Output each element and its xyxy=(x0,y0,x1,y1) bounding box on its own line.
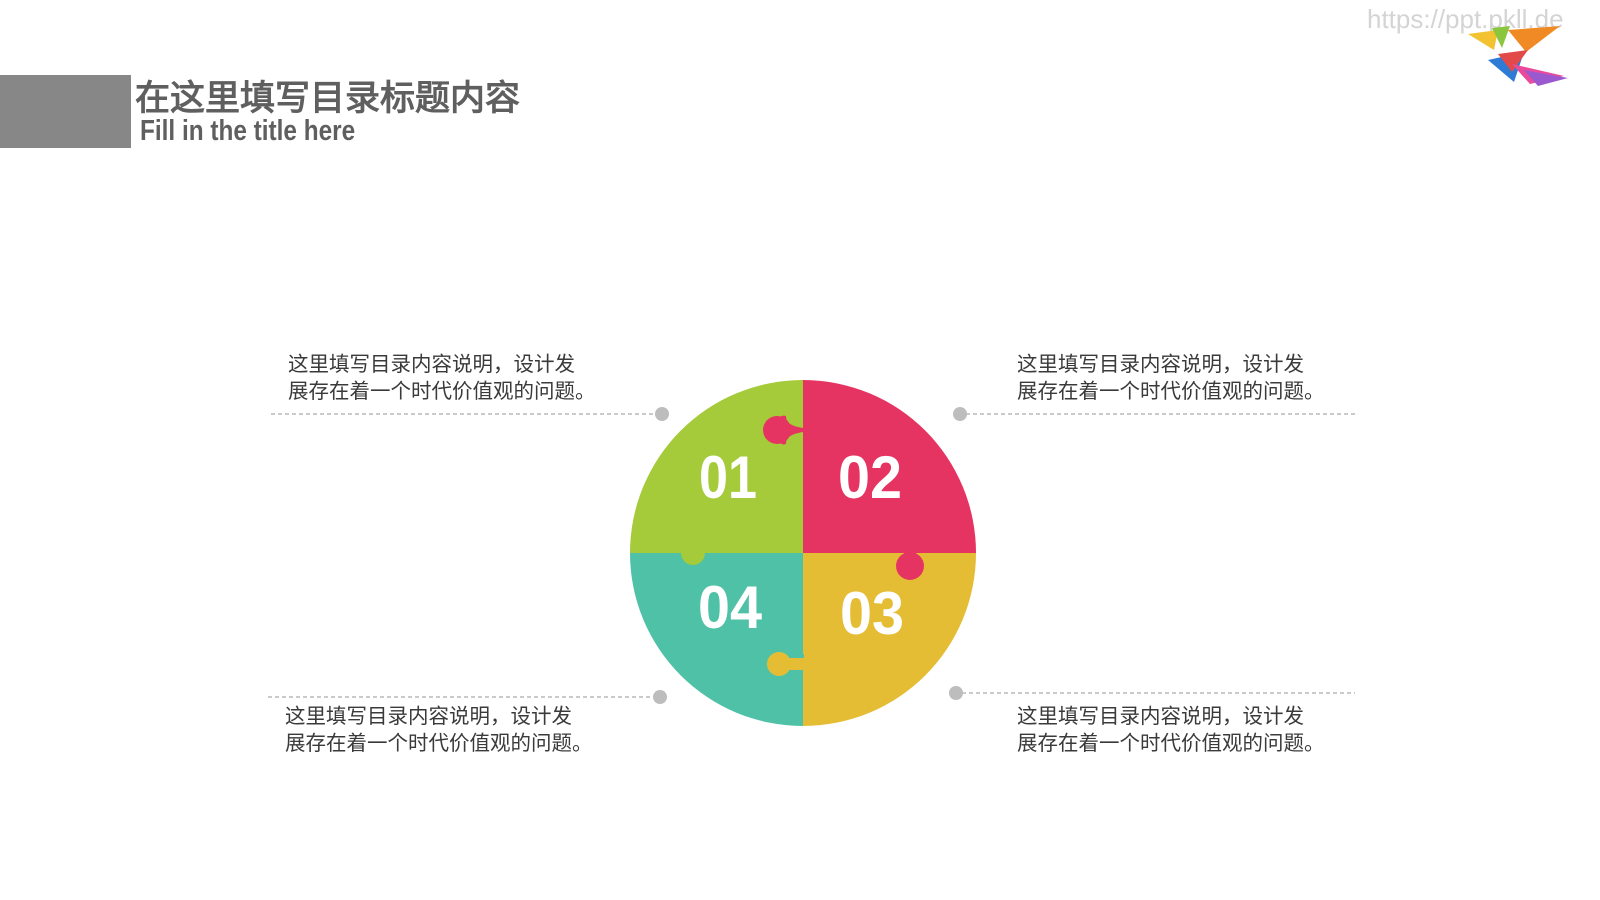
connector-dot-3 xyxy=(653,690,667,704)
puzzle-circle: 01 02 03 04 xyxy=(630,380,976,726)
description-line: 展存在着一个时代价值观的问题。 xyxy=(288,379,596,403)
page-subtitle: Fill in the title here xyxy=(140,115,356,147)
puzzle-knob-02 xyxy=(763,416,791,444)
description-line: 展存在着一个时代价值观的问题。 xyxy=(285,731,593,755)
description-line: 展存在着一个时代价值观的问题。 xyxy=(1017,731,1325,755)
piece-number-02: 02 xyxy=(838,444,902,511)
puzzle-piece-01 xyxy=(630,380,803,553)
description-02: 这里填写目录内容说明，设计发 展存在着一个时代价值观的问题。 xyxy=(1017,351,1325,405)
puzzle-piece-02 xyxy=(803,380,976,553)
logo-shard-green xyxy=(1492,26,1510,48)
title-accent-block xyxy=(0,75,131,148)
connector-dot-2 xyxy=(953,407,967,421)
page-title: 在这里填写目录标题内容 xyxy=(135,79,521,119)
description-line: 这里填写目录内容说明，设计发 xyxy=(285,704,572,728)
description-01: 这里填写目录内容说明，设计发 展存在着一个时代价值观的问题。 xyxy=(288,351,596,405)
description-04: 这里填写目录内容说明，设计发 展存在着一个时代价值观的问题。 xyxy=(285,703,593,757)
logo-shard-orange xyxy=(1508,26,1560,52)
logo-shard-yellow xyxy=(1468,30,1498,50)
puzzle-neck-03 xyxy=(782,658,804,670)
description-line: 展存在着一个时代价值观的问题。 xyxy=(1017,379,1325,403)
puzzle-knob-01-b xyxy=(681,541,705,565)
logo-shard-purple xyxy=(1524,70,1568,86)
puzzle-piece-04 xyxy=(630,553,803,726)
puzzle-neck-02 xyxy=(904,550,916,564)
description-line: 这里填写目录内容说明，设计发 xyxy=(288,352,575,376)
puzzle-piece-03 xyxy=(803,553,976,726)
connector-dot-1 xyxy=(655,407,669,421)
piece-number-01: 01 xyxy=(699,444,757,511)
description-03: 这里填写目录内容说明，设计发 展存在着一个时代价值观的问题。 xyxy=(1017,703,1325,757)
puzzle-knob-01 xyxy=(680,520,706,546)
connector-dot-4 xyxy=(949,686,963,700)
piece-number-03: 03 xyxy=(840,580,904,647)
puzzle-knob-02-b xyxy=(896,552,924,580)
origami-bird-logo xyxy=(1468,26,1568,86)
description-line: 这里填写目录内容说明，设计发 xyxy=(1017,704,1304,728)
description-line: 这里填写目录内容说明，设计发 xyxy=(1017,352,1304,376)
piece-number-04: 04 xyxy=(698,574,763,641)
logo-shard-red xyxy=(1498,50,1528,72)
